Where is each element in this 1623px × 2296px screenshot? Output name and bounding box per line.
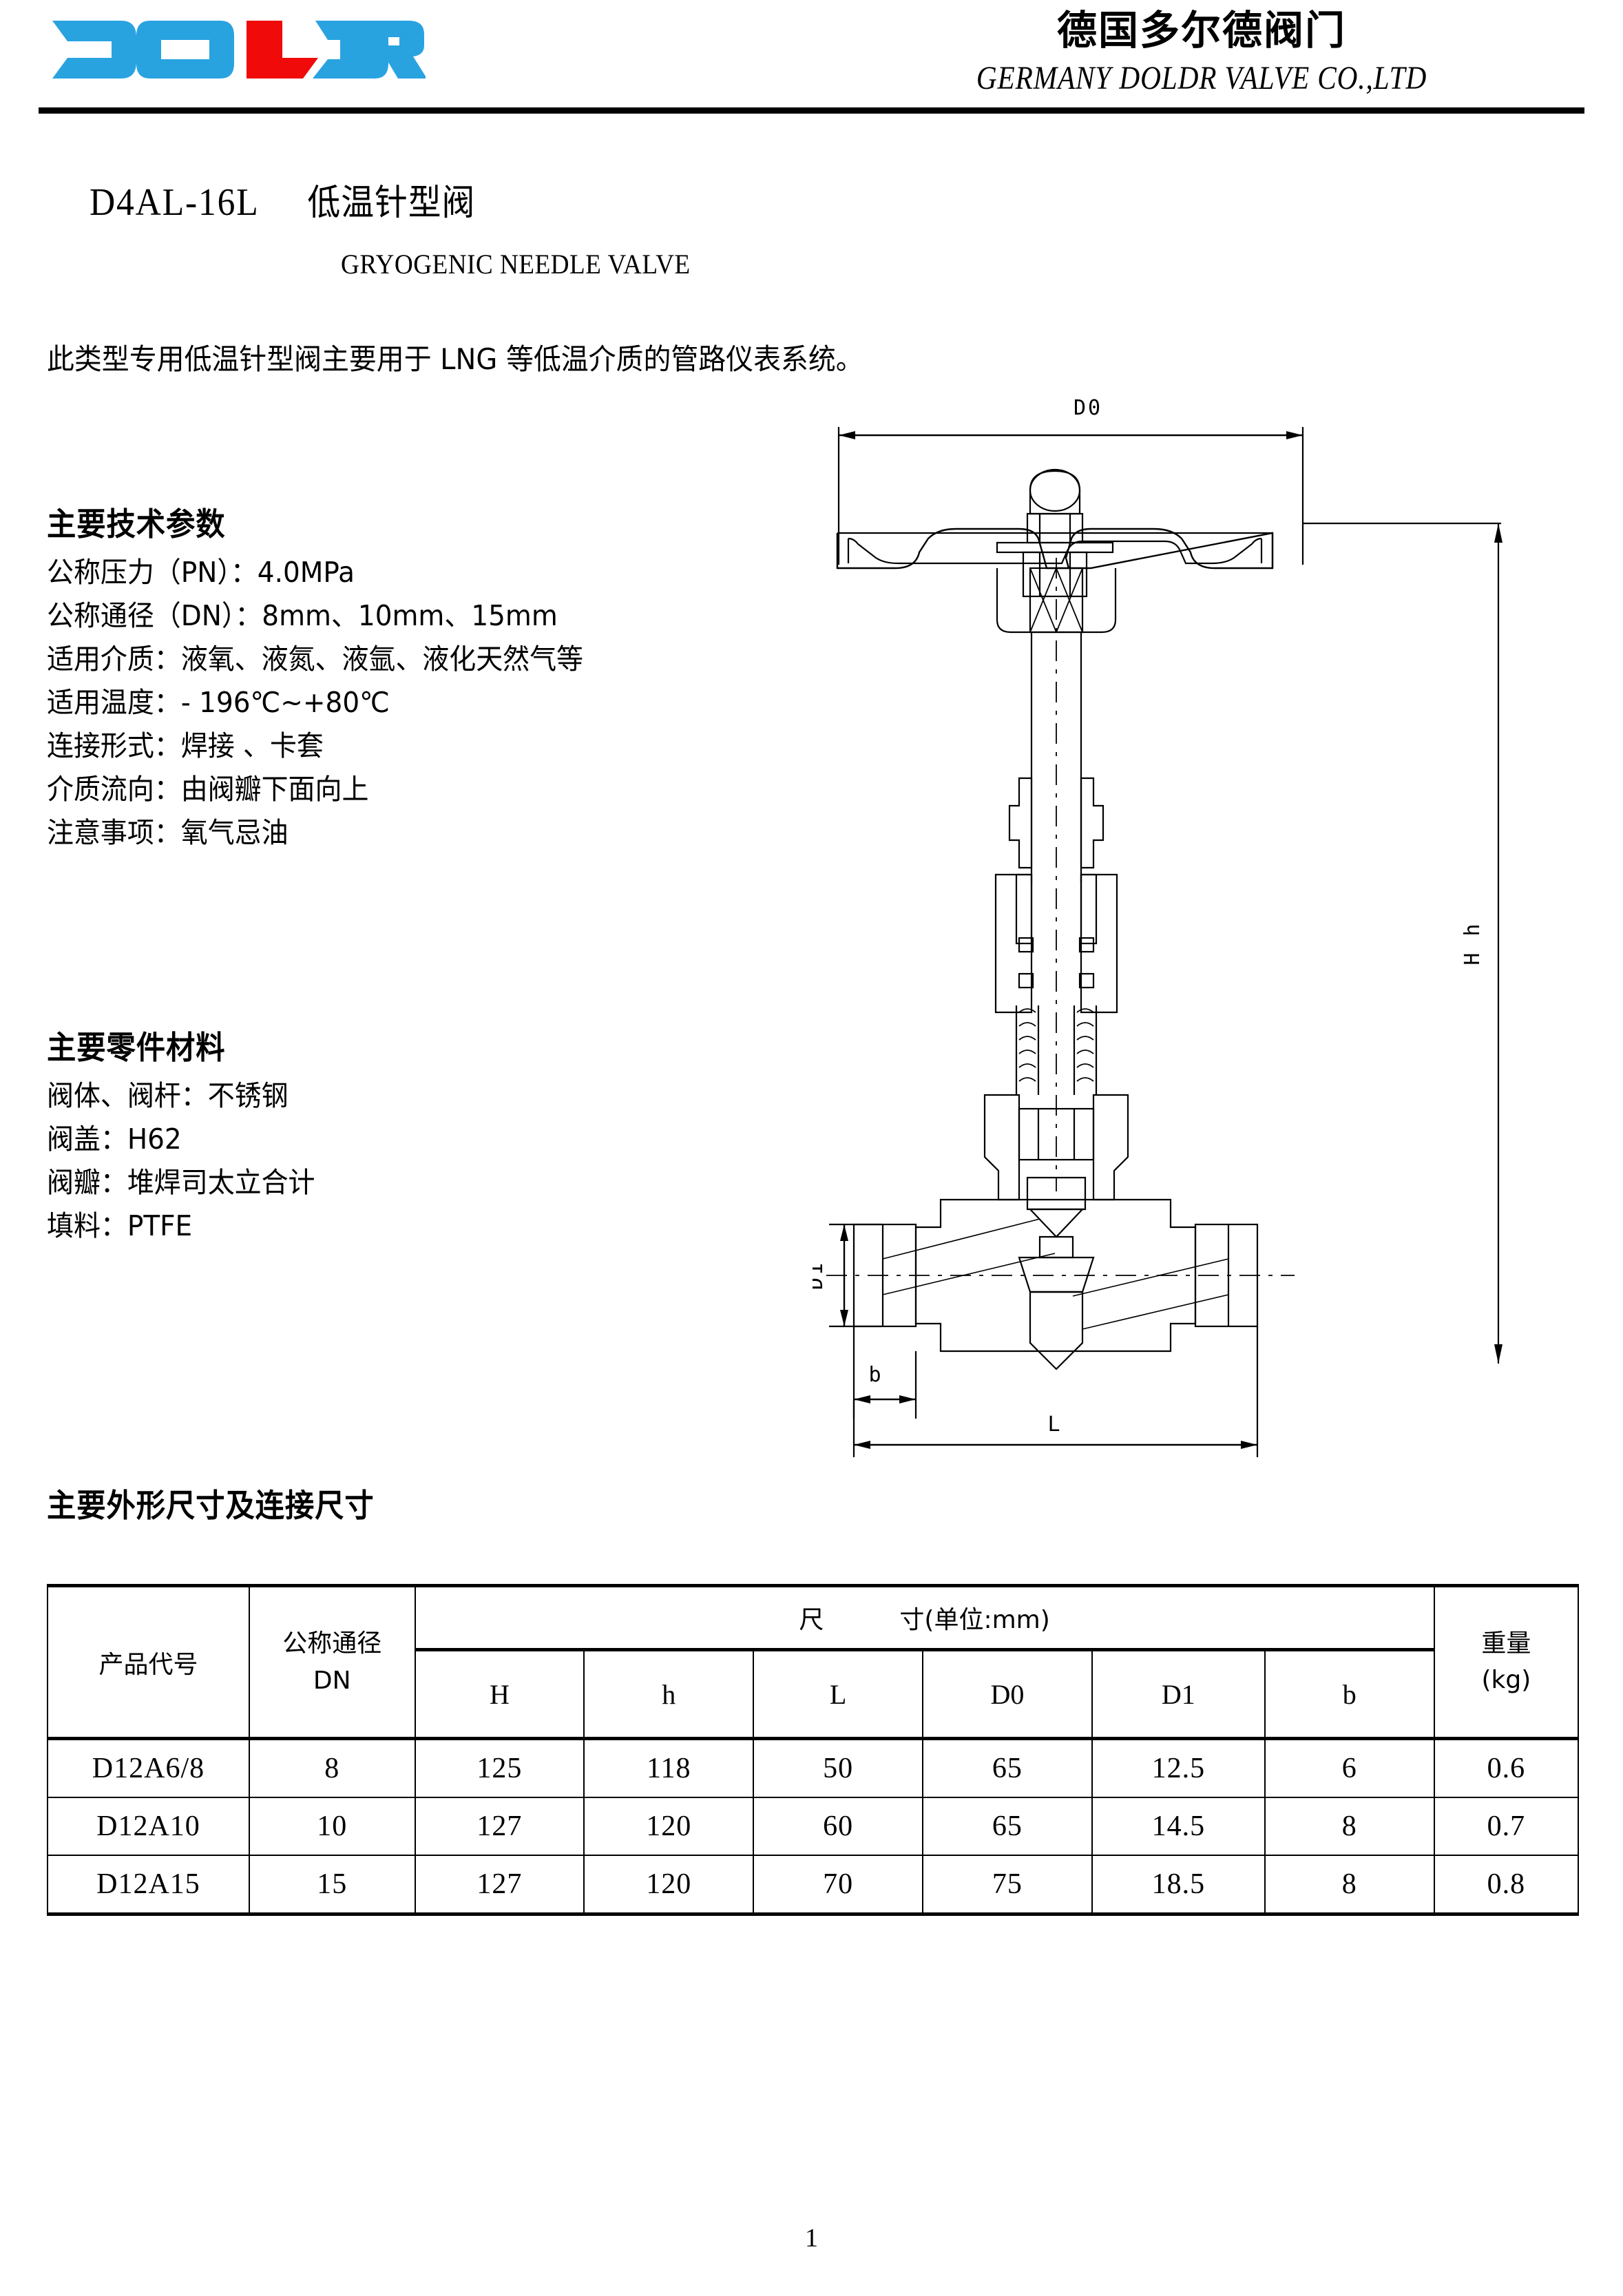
- valve-cross-section-svg: D0 H h: [813, 396, 1502, 1457]
- spec-item: 介质流向：由阀瓣下面向上: [47, 768, 583, 811]
- header-dim-a: 尺: [799, 1606, 824, 1634]
- materials-list: 阀体、阀杆：不锈钢 阀盖：H62 阀瓣：堆焊司太立合计 填料：PTFE: [47, 1074, 329, 1248]
- header-divider: [39, 107, 1584, 114]
- dimension-label-b: b: [868, 1363, 883, 1387]
- header-col-D1: D1: [1091, 1648, 1266, 1740]
- spec-text: 连接形式：焊接 、卡套: [47, 729, 324, 762]
- section-heading-specs: 主要技术参数: [47, 505, 226, 543]
- material-item: 阀盖：H62: [47, 1118, 315, 1161]
- cell-weight: 0.8: [1433, 1855, 1580, 1916]
- cell-dn: 10: [248, 1797, 416, 1856]
- specs-list: 公称压力（PN）：4.0MPa 公称通径（DN）：8mm、10mm、15mm 适…: [47, 551, 611, 855]
- cell-weight: 0.6: [1433, 1737, 1580, 1798]
- cell-H: 127: [414, 1797, 585, 1856]
- spec-item: 公称压力（PN）：4.0MPa: [47, 551, 583, 594]
- cell-h: 118: [583, 1737, 755, 1798]
- header-weight-line2: (kg): [1481, 1665, 1531, 1694]
- cell-code: D12A15: [47, 1855, 250, 1916]
- spec-item: 公称通径（DN）：8mm、10mm、15mm: [47, 594, 583, 638]
- doldr-logo-mark: [52, 21, 426, 79]
- page-subtitle: GRYOGENIC NEEDLE VALVE: [341, 249, 691, 280]
- header-product-code: 产品代号: [47, 1584, 250, 1740]
- cell-D1: 18.5: [1091, 1855, 1266, 1916]
- cell-H: 127: [414, 1855, 585, 1916]
- cell-weight: 0.7: [1433, 1797, 1580, 1856]
- dimension-label-d1: D1: [813, 1261, 828, 1290]
- section-heading-materials: 主要零件材料: [47, 1029, 226, 1066]
- cell-b: 8: [1264, 1855, 1435, 1916]
- cell-code: D12A6/8: [47, 1737, 250, 1798]
- dimension-label-d0: D0: [1074, 396, 1102, 420]
- page-number: 1: [805, 2224, 818, 2253]
- spec-text: 适用温度：- 196℃~+80℃: [47, 686, 390, 719]
- product-model: D4AL-16L: [90, 181, 260, 224]
- spec-text: 公称通径（DN）：8mm、10mm、15mm: [47, 599, 558, 632]
- cell-b: 8: [1264, 1797, 1435, 1856]
- cell-D0: 75: [921, 1855, 1093, 1916]
- cell-dn: 15: [248, 1855, 416, 1916]
- table-header-row-1: 产品代号 公称通径 DN 尺 寸(单位:mm) 重量 (kg): [47, 1584, 1580, 1740]
- spec-item: 适用介质：液氧、液氮、液氩、液化天然气等: [47, 638, 583, 681]
- cell-code: D12A10: [47, 1797, 250, 1856]
- spec-item: 连接形式：焊接 、卡套: [47, 724, 583, 768]
- material-text: 填料：PTFE: [47, 1209, 193, 1242]
- page-header: 德国多尔德阀门 GERMANY DOLDR VALVE CO.,LTD: [0, 0, 1623, 121]
- dimension-label-l: L: [1047, 1412, 1062, 1437]
- spec-text: 公称压力（PN）：4.0MPa: [47, 556, 355, 589]
- cell-L: 50: [753, 1737, 923, 1798]
- valve-technical-drawing: D0 H h: [813, 393, 1570, 1460]
- product-name-cn: 低温针型阀: [307, 182, 476, 224]
- spec-text: 适用介质：液氧、液氮、液氩、液化天然气等: [47, 643, 583, 676]
- cell-b: 6: [1264, 1737, 1435, 1798]
- cell-D0: 65: [921, 1737, 1093, 1798]
- material-item: 填料：PTFE: [47, 1204, 315, 1248]
- table-row: D12A15 15 127 120 70 75 18.5 8 0.8: [47, 1855, 1580, 1916]
- header-col-L: L: [753, 1648, 923, 1740]
- material-text: 阀体、阀杆：不锈钢: [47, 1079, 289, 1112]
- page-title: D4AL-16L 低温针型阀: [90, 174, 475, 225]
- cell-dn: 8: [248, 1737, 416, 1798]
- material-text: 阀盖：H62: [47, 1123, 182, 1156]
- material-item: 阀体、阀杆：不锈钢: [47, 1074, 315, 1118]
- cell-h: 120: [583, 1855, 755, 1916]
- header-col-H: H: [414, 1648, 585, 1740]
- cell-D1: 14.5: [1091, 1797, 1266, 1856]
- header-col-h: h: [583, 1648, 755, 1740]
- spec-text: 介质流向：由阀瓣下面向上: [47, 773, 369, 806]
- dimensions-table: 产品代号 公称通径 DN 尺 寸(单位:mm) 重量 (kg) H h: [47, 1584, 1580, 1916]
- header-col-b: b: [1264, 1648, 1435, 1740]
- material-item: 阀瓣：堆焊司太立合计: [47, 1161, 315, 1204]
- cell-h: 120: [583, 1797, 755, 1856]
- table-row: D12A10 10 127 120 60 65 14.5 8 0.7: [47, 1797, 1580, 1856]
- table-row: D12A6/8 8 125 118 50 65 12.5 6 0.6: [47, 1737, 1580, 1798]
- spec-text: 注意事项：氧气忌油: [47, 816, 289, 849]
- cell-L: 60: [753, 1797, 923, 1856]
- intro-text: 此类型专用低温针型阀主要用于 LNG 等低温介质的管路仪表系统。: [47, 342, 863, 376]
- company-name-en: GERMANY DOLDR VALVE CO.,LTD: [976, 60, 1427, 96]
- doldr-logo: [40, 15, 453, 84]
- header-weight: 重量 (kg): [1433, 1584, 1580, 1740]
- header-weight-line1: 重量: [1481, 1629, 1531, 1658]
- intro-paragraph: 此类型专用低温针型阀主要用于 LNG 等低温介质的管路仪表系统。: [47, 336, 863, 378]
- cell-H: 125: [414, 1737, 585, 1798]
- cell-D0: 65: [921, 1797, 1093, 1856]
- header-col-D0: D0: [921, 1648, 1093, 1740]
- spec-item: 注意事项：氧气忌油: [47, 811, 583, 855]
- cell-L: 70: [753, 1855, 923, 1916]
- dimension-label-h-h: H h: [1460, 921, 1485, 965]
- table-header-row-2: H h L D0 D1 b: [48, 1648, 1578, 1740]
- material-text: 阀瓣：堆焊司太立合计: [47, 1166, 315, 1199]
- header-dim-b: 寸(单位:mm): [899, 1606, 1050, 1634]
- header-dimension-group: 尺 寸(单位:mm): [414, 1584, 1435, 1651]
- header-dn-line2: DN: [313, 1666, 351, 1695]
- company-name-cn: 德国多尔德阀门: [1056, 7, 1346, 54]
- header-dn-line1: 公称通径: [282, 1629, 382, 1658]
- section-heading-dimensions: 主要外形尺寸及连接尺寸: [47, 1487, 375, 1524]
- spec-item: 适用温度：- 196℃~+80℃: [47, 681, 583, 724]
- header-nominal-diameter: 公称通径 DN: [248, 1584, 416, 1740]
- cell-D1: 12.5: [1091, 1737, 1266, 1798]
